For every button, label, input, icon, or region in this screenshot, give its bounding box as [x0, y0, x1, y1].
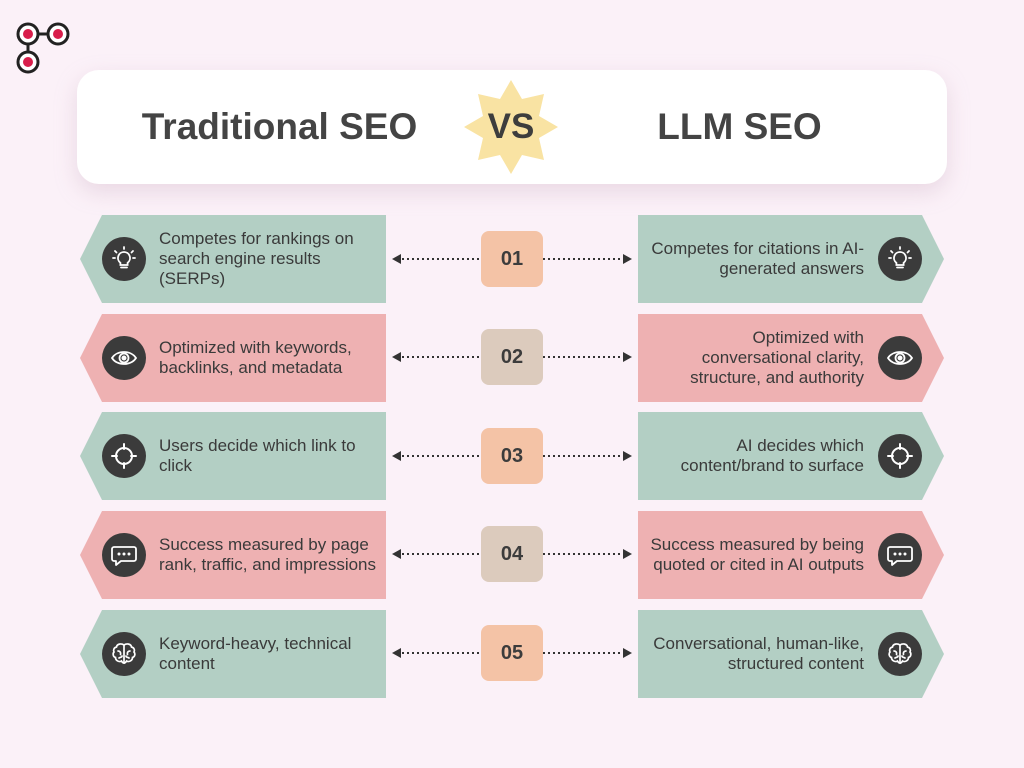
crosshair-icon — [878, 434, 922, 478]
traditional-text-01: Competes for rankings on search engine r… — [159, 229, 354, 288]
connector-arrow-01 — [392, 254, 632, 264]
comparison-header: Traditional SEO VS LLM SEO — [77, 70, 947, 184]
traditional-text-03: Users decide which link to click — [159, 436, 356, 475]
eye-icon — [878, 336, 922, 380]
lightbulb-icon — [878, 237, 922, 281]
llm-card-05: Conversational, human-like, structured c… — [638, 610, 944, 698]
llm-text-05: Conversational, human-like, structured c… — [653, 634, 864, 673]
llm-text-04: Success measured by being quoted or cite… — [650, 535, 864, 574]
llm-card-03: AI decides which content/brand to surfac… — [638, 412, 944, 500]
traditional-text-02: Optimized with keywords, backlinks, and … — [159, 338, 352, 377]
row-number-01: 01 — [481, 231, 543, 287]
connector-arrow-05 — [392, 648, 632, 658]
llm-text-01: Competes for citations in AI-generated a… — [651, 239, 864, 278]
traditional-text-05: Keyword-heavy, technical content — [159, 634, 352, 673]
eye-icon — [102, 336, 146, 380]
vs-badge-icon — [464, 80, 558, 174]
chat-bubble-icon — [102, 533, 146, 577]
traditional-card-02: Optimized with keywords, backlinks, and … — [80, 314, 386, 402]
row-number-04: 04 — [481, 526, 543, 582]
llm-seo-title: LLM SEO — [657, 106, 822, 147]
llm-card-01: Competes for citations in AI-generated a… — [638, 215, 944, 303]
traditional-card-05: Keyword-heavy, technical content — [80, 610, 386, 698]
llm-card-04: Success measured by being quoted or cite… — [638, 511, 944, 599]
connector-arrow-03 — [392, 451, 632, 461]
row-number-02: 02 — [481, 329, 543, 385]
brand-logo-icon — [16, 22, 70, 74]
llm-text-02: Optimized with conversational clarity, s… — [690, 328, 864, 387]
traditional-card-01: Competes for rankings on search engine r… — [80, 215, 386, 303]
brain-icon — [102, 632, 146, 676]
crosshair-icon — [102, 434, 146, 478]
llm-card-02: Optimized with conversational clarity, s… — [638, 314, 944, 402]
traditional-card-03: Users decide which link to click — [80, 412, 386, 500]
row-number-05: 05 — [481, 625, 543, 681]
row-number-03: 03 — [481, 428, 543, 484]
connector-arrow-04 — [392, 549, 632, 559]
llm-text-03: AI decides which content/brand to surfac… — [680, 436, 864, 475]
connector-arrow-02 — [392, 352, 632, 362]
brain-icon — [878, 632, 922, 676]
vs-label: VS — [487, 107, 535, 146]
traditional-seo-title: Traditional SEO — [141, 106, 418, 147]
chat-bubble-icon — [878, 533, 922, 577]
traditional-text-04: Success measured by page rank, traffic, … — [159, 535, 376, 574]
lightbulb-icon — [102, 237, 146, 281]
traditional-card-04: Success measured by page rank, traffic, … — [80, 511, 386, 599]
